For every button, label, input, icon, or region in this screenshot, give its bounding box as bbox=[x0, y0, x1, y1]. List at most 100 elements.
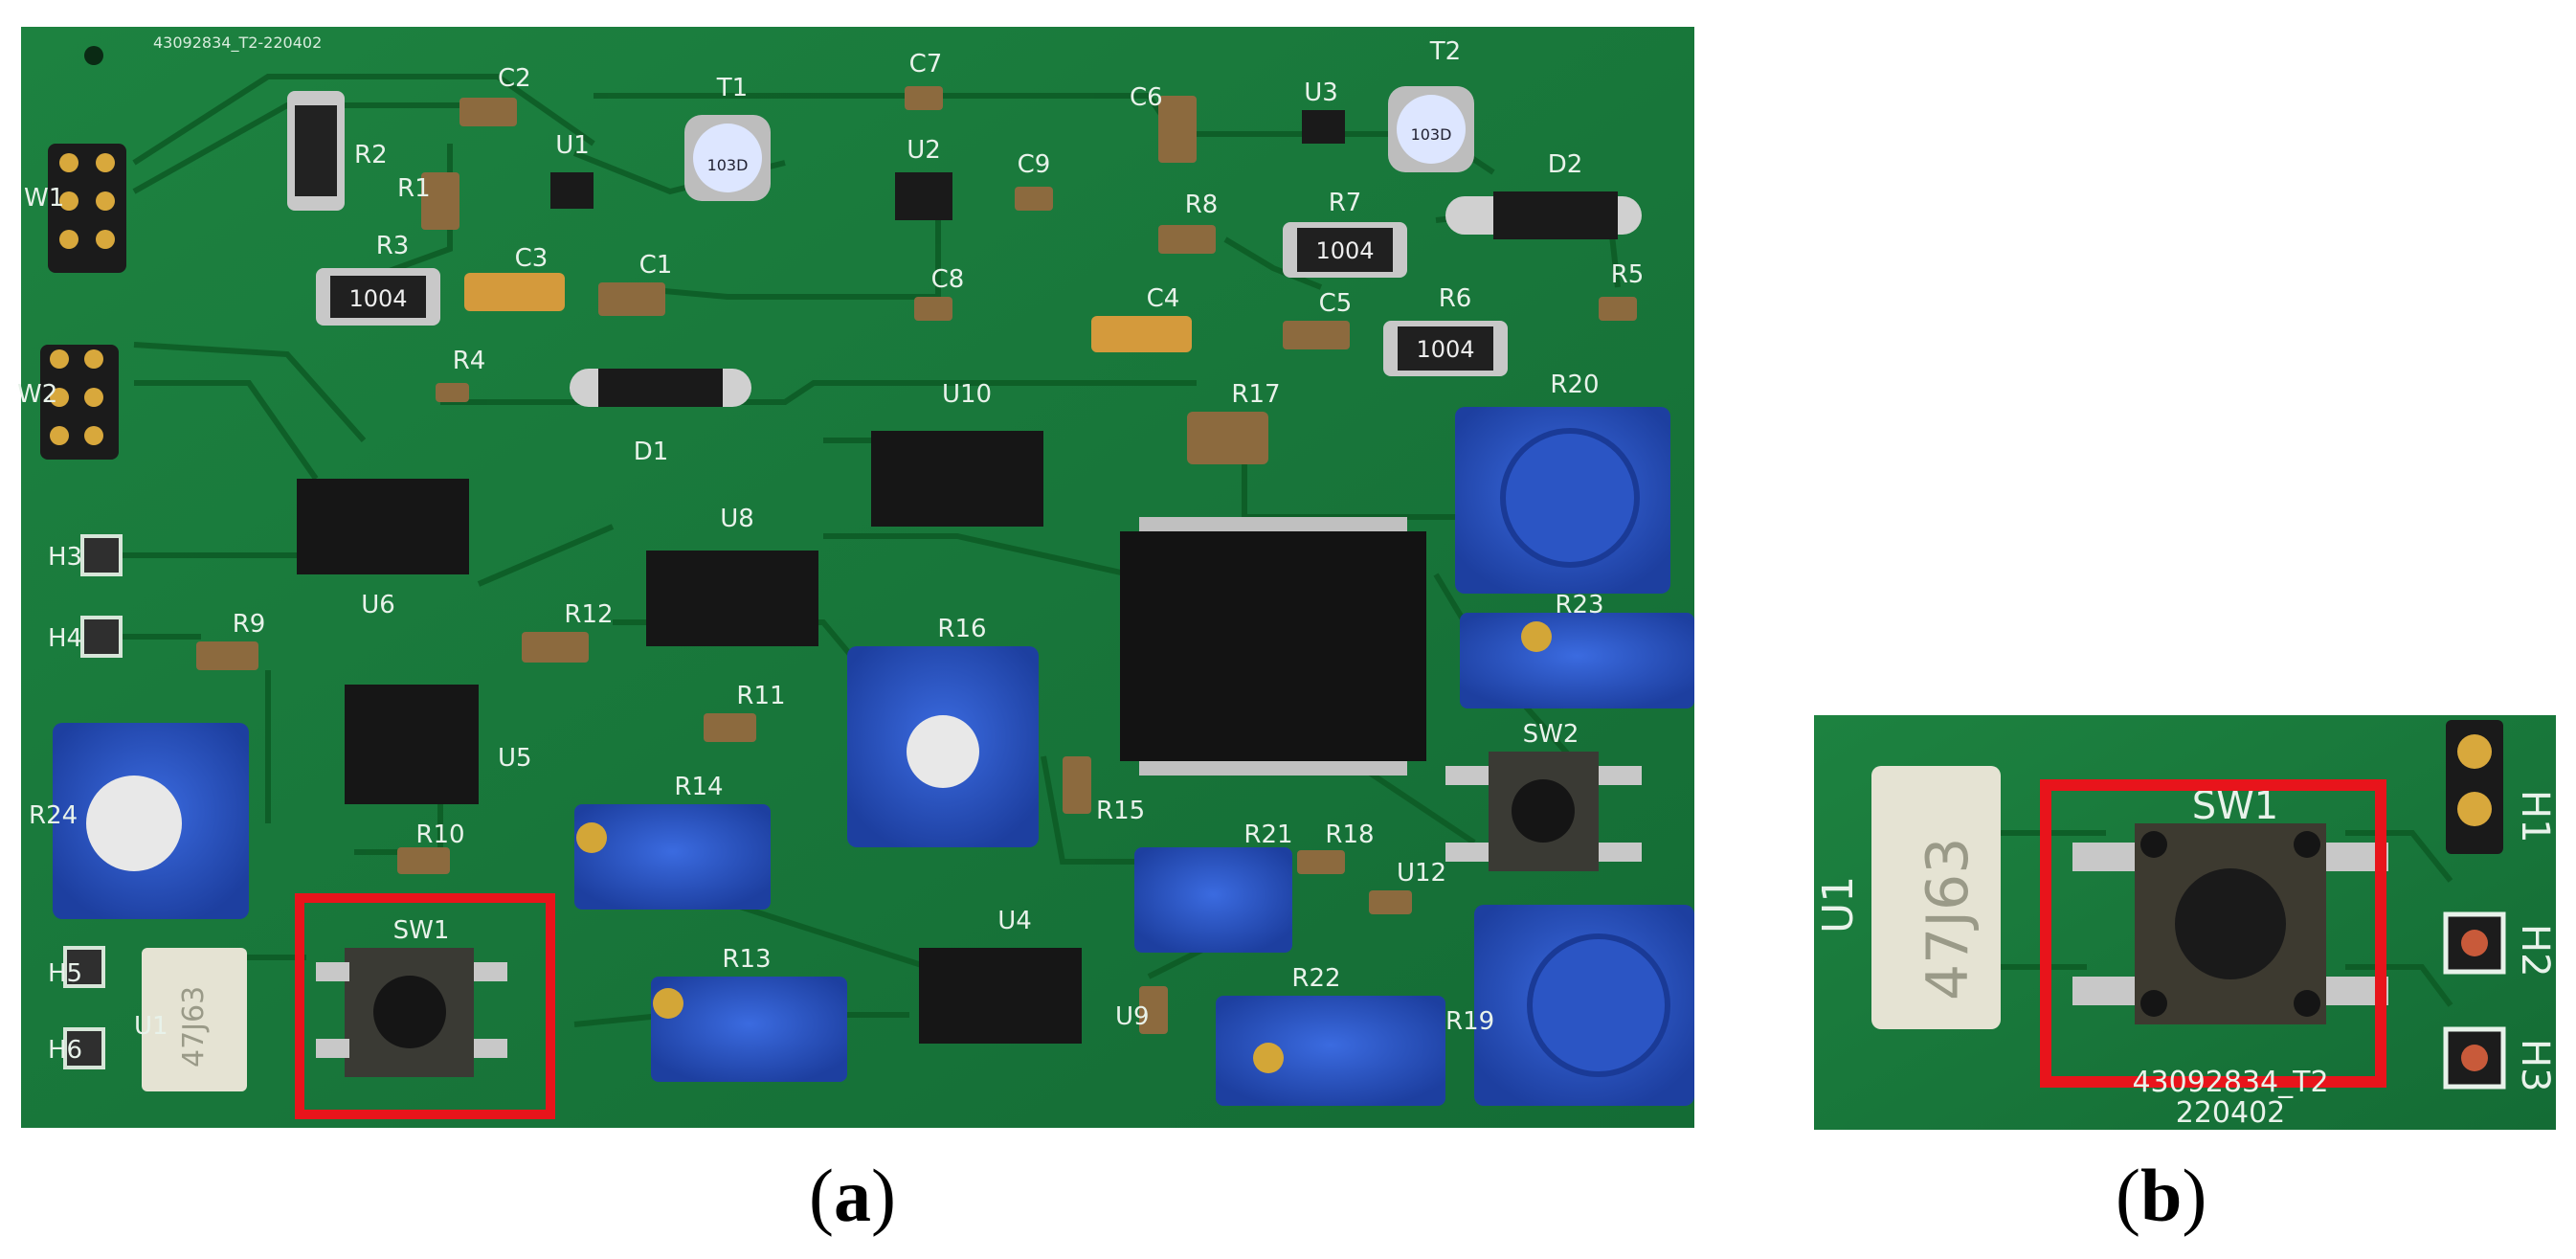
cap-c9 bbox=[1015, 187, 1053, 211]
resistor-r3: 1004 bbox=[316, 268, 440, 326]
cap-r4 bbox=[436, 383, 469, 402]
svg-text:C3: C3 bbox=[515, 244, 549, 273]
pad-h4 bbox=[80, 616, 123, 658]
svg-text:103D: 103D bbox=[707, 156, 749, 174]
pot-r14 bbox=[574, 804, 771, 910]
svg-text:47J63: 47J63 bbox=[177, 986, 211, 1068]
svg-text:D1: D1 bbox=[634, 438, 669, 466]
ic-u6 bbox=[297, 479, 469, 574]
cap-r5 bbox=[1599, 297, 1637, 321]
svg-text:H4: H4 bbox=[48, 624, 82, 653]
relay-u1: 47J63 bbox=[142, 948, 247, 1091]
svg-text:R2: R2 bbox=[354, 141, 388, 169]
cap-r17 bbox=[1187, 412, 1268, 464]
caption-b: (b) bbox=[2116, 1154, 2207, 1237]
svg-text:C7: C7 bbox=[909, 50, 943, 79]
header-b-label: H1 bbox=[2513, 790, 2557, 843]
resistor-r6: 1004 bbox=[1383, 321, 1508, 376]
svg-text:R22: R22 bbox=[1291, 964, 1340, 993]
ic-u5 bbox=[345, 685, 479, 804]
svg-text:1004: 1004 bbox=[1416, 336, 1474, 363]
svg-text:C1: C1 bbox=[639, 251, 673, 280]
pot-r19 bbox=[1474, 905, 1694, 1106]
cap-c2 bbox=[459, 98, 517, 126]
diode-d2 bbox=[1445, 191, 1642, 239]
svg-text:R6: R6 bbox=[1439, 284, 1472, 313]
mounting-hole bbox=[84, 46, 103, 65]
cap-u9 bbox=[1139, 986, 1168, 1034]
pot-r16 bbox=[847, 646, 1039, 847]
highlight-box-b bbox=[2040, 779, 2386, 1088]
ic-u4 bbox=[919, 948, 1082, 1044]
svg-text:W1: W1 bbox=[24, 184, 64, 213]
svg-text:R11: R11 bbox=[736, 682, 785, 710]
cap-c7 bbox=[905, 86, 943, 110]
svg-text:H5: H5 bbox=[48, 959, 82, 988]
svg-text:U2: U2 bbox=[907, 136, 941, 165]
svg-text:SW2: SW2 bbox=[1523, 720, 1579, 749]
cap-r1 bbox=[421, 172, 459, 230]
svg-text:U12: U12 bbox=[1397, 859, 1446, 888]
svg-text:C6: C6 bbox=[1130, 83, 1163, 112]
cap-r12 bbox=[522, 632, 589, 663]
switch-sw1 bbox=[316, 948, 507, 1077]
highlight-box-a bbox=[295, 893, 555, 1119]
svg-text:R9: R9 bbox=[233, 610, 266, 639]
relay-b-label: U1 bbox=[1814, 876, 1863, 933]
svg-text:1004: 1004 bbox=[1315, 237, 1374, 264]
inductor-t1: 103D bbox=[684, 115, 771, 201]
svg-text:U6: U6 bbox=[361, 591, 395, 619]
svg-text:D2: D2 bbox=[1548, 150, 1583, 179]
inductor-t2: 103D bbox=[1388, 86, 1474, 172]
svg-text:R21: R21 bbox=[1243, 821, 1292, 849]
svg-text:R1: R1 bbox=[397, 174, 431, 203]
board-a-serial: 43092834_T2-220402 bbox=[153, 34, 322, 53]
diode-d1 bbox=[570, 369, 751, 407]
svg-text:U5: U5 bbox=[498, 744, 532, 773]
pot-r13 bbox=[651, 977, 847, 1082]
ic-main-qfp bbox=[1120, 517, 1426, 776]
header-w1 bbox=[48, 144, 126, 273]
relay-b-u1: 47J63 bbox=[1871, 766, 2001, 1029]
svg-text:R20: R20 bbox=[1550, 371, 1599, 399]
header-b-h1 bbox=[2446, 720, 2503, 854]
svg-text:C5: C5 bbox=[1319, 289, 1353, 318]
switch-b-label: SW1 bbox=[2192, 784, 2278, 828]
pad-b-h3 bbox=[2443, 1026, 2506, 1090]
pot-r21 bbox=[1134, 847, 1292, 953]
svg-text:T1: T1 bbox=[716, 74, 748, 102]
cap-r8 bbox=[1158, 225, 1216, 254]
switch-sw2 bbox=[1445, 752, 1642, 871]
svg-text:R5: R5 bbox=[1611, 260, 1645, 289]
ic-u3 bbox=[1302, 110, 1345, 144]
cap-u12 bbox=[1369, 890, 1412, 914]
cap-c5 bbox=[1283, 321, 1350, 349]
svg-text:R13: R13 bbox=[722, 945, 771, 974]
resistor-r7: 1004 bbox=[1283, 222, 1407, 278]
resistor-r2 bbox=[287, 91, 345, 211]
pad-b-h2-label: H2 bbox=[2513, 924, 2557, 978]
svg-text:47J63: 47J63 bbox=[1915, 838, 1982, 1000]
svg-text:T2: T2 bbox=[1429, 37, 1461, 66]
pad-b-h3-label: H3 bbox=[2513, 1039, 2557, 1092]
pad-h5 bbox=[63, 946, 105, 988]
pot-r23 bbox=[1460, 613, 1694, 708]
switch-b-sw1 bbox=[2072, 823, 2388, 1024]
pad-h6 bbox=[63, 1027, 105, 1069]
svg-text:1004: 1004 bbox=[348, 285, 407, 312]
svg-text:U9: U9 bbox=[1115, 1002, 1150, 1031]
caption-a: (a) bbox=[809, 1154, 896, 1237]
ic-u1 bbox=[550, 172, 594, 209]
svg-text:R16: R16 bbox=[937, 615, 986, 643]
board-a-pcb bbox=[21, 27, 1694, 1128]
cap-r18 bbox=[1297, 850, 1345, 874]
cap-c3 bbox=[464, 273, 565, 311]
cap-c1 bbox=[598, 282, 665, 316]
ic-u8 bbox=[646, 551, 818, 646]
svg-text:R12: R12 bbox=[564, 600, 613, 629]
svg-text:R15: R15 bbox=[1096, 797, 1145, 825]
svg-text:C2: C2 bbox=[498, 64, 531, 93]
ic-u2 bbox=[895, 172, 952, 220]
svg-text:R14: R14 bbox=[674, 773, 723, 801]
